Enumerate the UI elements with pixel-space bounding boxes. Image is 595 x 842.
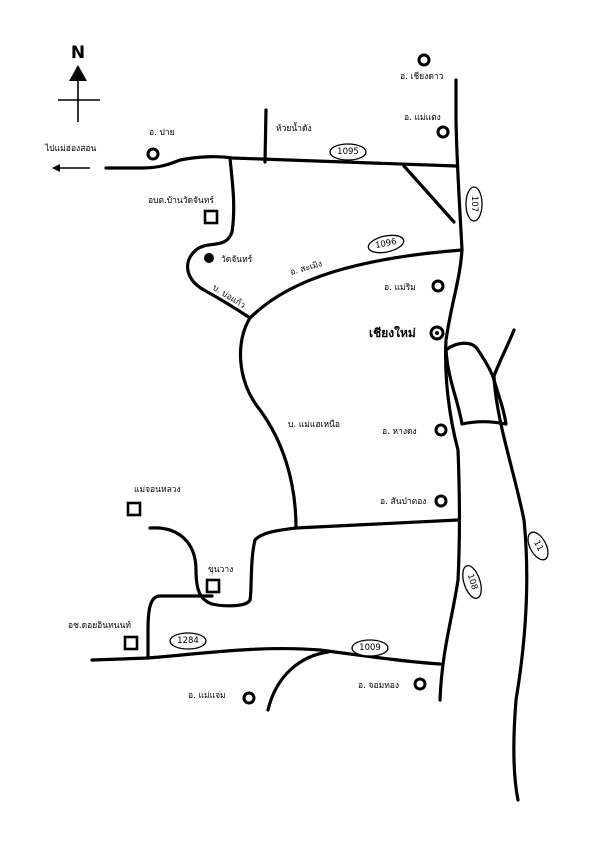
label-mae-taeng: อ. แม่แตง	[404, 113, 441, 123]
road-1096	[248, 248, 464, 320]
district-circle-icon	[436, 125, 450, 139]
place-markers	[123, 53, 450, 705]
label-mae-chaem: อ. แม่แจ่ม	[188, 691, 226, 701]
district-circle-icon	[417, 53, 431, 67]
label-huai-nam-dang: ห้วยน้ำดัง	[276, 122, 312, 134]
north-arrow: N	[58, 43, 100, 122]
roads	[52, 78, 529, 802]
district-circle-icon	[434, 423, 448, 437]
district-circle-icon	[431, 279, 445, 293]
label-obt-ban-wat-chan: อบต.บ้านวัดจันทร์	[148, 195, 214, 206]
road-huai-nam-dang	[263, 108, 268, 164]
district-circle-icon	[146, 147, 160, 161]
route-108-shield: 108	[462, 564, 482, 600]
label-wat-chan: วัดจันทร์	[221, 254, 253, 265]
label-to-mae-hong-son: ไปแม่ฮ่องสอน	[44, 143, 96, 154]
road-107-108-west	[438, 78, 464, 702]
poi-square-icon	[205, 578, 221, 594]
label-san-pa-tong: อ. สันป่าตอง	[380, 497, 426, 507]
road-khun-wang-south	[146, 594, 214, 660]
road-diagonal-link	[402, 164, 456, 224]
route-1095-shield: 1095	[329, 143, 367, 161]
route-107-label: 107	[469, 196, 479, 212]
route-11-shield: 11	[527, 531, 549, 561]
label-chom-thong: อ. จอมทอง	[358, 681, 399, 691]
route-1096-shield: 1096	[367, 234, 405, 254]
label-hang-dong: อ. หางดง	[382, 427, 417, 437]
road-1095	[104, 155, 458, 170]
label-samoeng: อ. สะเมิง	[289, 259, 323, 278]
road-wat-chan	[186, 156, 252, 320]
route-1284-shield: 1284	[169, 632, 207, 650]
route-1096-label: 1096	[374, 237, 397, 251]
north-label: N	[71, 43, 85, 63]
road-khun-wang-connector	[210, 518, 460, 608]
label-mae-chon-luang: แม่จอนหลวง	[134, 485, 181, 495]
label-chiang-mai: เชียงใหม่	[369, 325, 416, 340]
road-mae-sae-nuea	[238, 316, 298, 530]
route-shields: 1095 1096 107 108 11 1284 1009	[169, 143, 549, 657]
place-labels: ไปแม่ฮ่องสอน อ. เชียงดาว ห้วยน้ำดัง อ. แ…	[44, 71, 444, 701]
district-circle-icon	[434, 494, 448, 508]
north-arrow-head-icon	[69, 65, 87, 81]
temple-dot-icon	[204, 253, 214, 263]
label-ban-mae-sae-nuea: บ. แม่แฮเหนือ	[288, 419, 340, 430]
route-1095-label: 1095	[337, 147, 359, 157]
label-khun-wang: ขุนวาง	[208, 565, 233, 575]
poi-square-icon	[123, 635, 139, 651]
label-doi-inthanon: อช.ดอยอินทนนท์	[68, 620, 131, 631]
label-pai: อ. ปาย	[149, 128, 175, 138]
route-11-label: 11	[531, 539, 545, 553]
label-chiang-dao: อ. เชียงดาว	[400, 71, 444, 82]
route-108-label: 108	[465, 573, 480, 592]
district-circle-icon	[413, 677, 427, 691]
city-bullseye-center-icon	[435, 331, 439, 335]
road-city-loop	[444, 341, 508, 426]
district-circle-icon	[242, 691, 256, 705]
road-mae-chaem	[266, 650, 330, 712]
label-mae-rim: อ. แม่ริม	[384, 283, 416, 293]
poi-square-icon	[126, 501, 142, 517]
poi-square-icon	[203, 209, 219, 225]
road-mae-chon-luang	[148, 526, 214, 606]
arrow-left-icon	[52, 164, 60, 172]
route-107-shield: 107	[465, 186, 483, 222]
route-1009-shield: 1009	[351, 639, 389, 657]
route-1009-label: 1009	[359, 643, 381, 653]
route-1284-label: 1284	[177, 636, 199, 646]
road-1284-1009	[90, 646, 442, 666]
